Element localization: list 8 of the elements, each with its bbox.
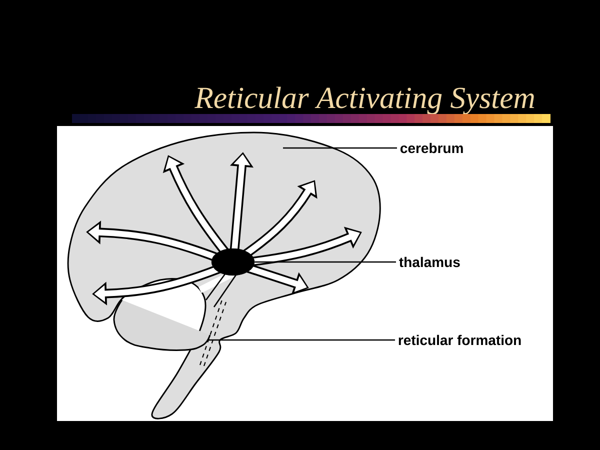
thalamus-blob [211,248,255,276]
label: cerebrum [400,142,463,154]
title: Reticular Activating System [194,86,534,115]
label: thalamus [399,256,460,268]
label: reticular formation [398,334,521,346]
leader-line [208,339,395,341]
leader-line [283,147,397,149]
leader-line [254,261,396,263]
